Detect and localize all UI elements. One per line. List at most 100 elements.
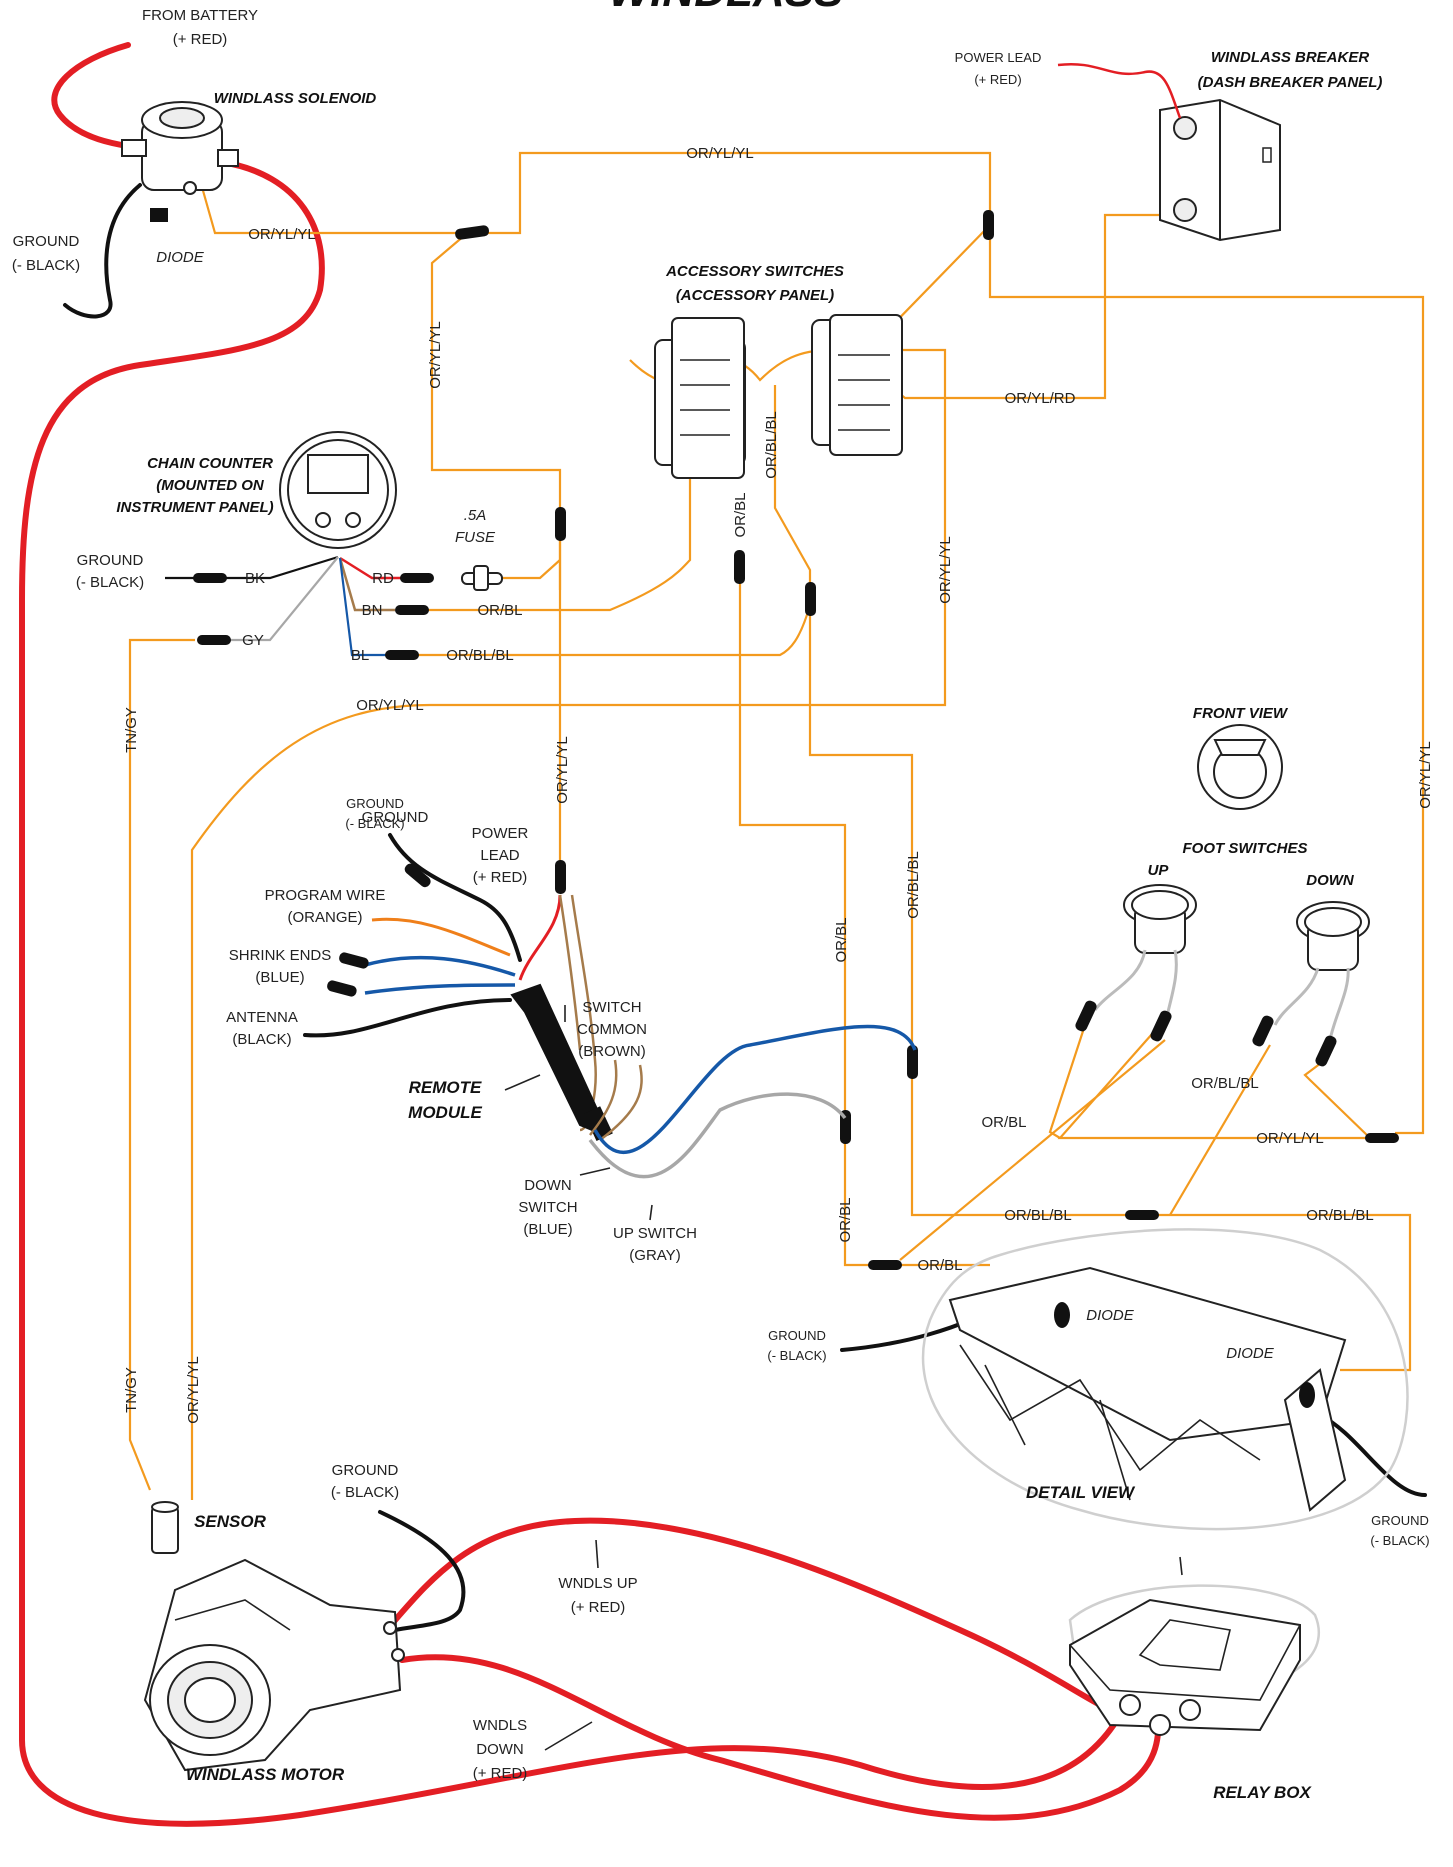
red-wndls-down-cable [399, 1654, 1163, 1821]
wire-label-or-yl-yl-right: OR/YL/YL [1417, 741, 1434, 809]
orange-wire-network [128, 151, 1425, 1500]
wire-label-or-bl-counter: OR/BL [477, 602, 522, 619]
wire-label-or-bl-bl-low: OR/BL/BL [1004, 1207, 1072, 1224]
up-switch-label: UP SWITCH [613, 1225, 697, 1242]
chain-counter-panel-label: INSTRUMENT PANEL) [116, 499, 273, 516]
wire-label-or-yl-yl-acc: OR/YL/YL [937, 536, 954, 604]
motor-ground-black-label: (- BLACK) [331, 1484, 399, 1501]
wire-label-or-bl-detail: OR/BL [917, 1257, 962, 1274]
detail-ground-right-label: GROUND [1371, 1513, 1429, 1528]
windlass-motor-label: WINDLASS MOTOR [186, 1765, 345, 1784]
module-power-red-label: (+ RED) [473, 869, 528, 886]
wire-label-or-bl-bl-counter: OR/BL/BL [446, 647, 514, 664]
detail-ground-right-black-label: (- BLACK) [1370, 1533, 1429, 1548]
counter-ground-label: GROUND [77, 552, 144, 569]
down-switch-switch-label: SWITCH [518, 1199, 577, 1216]
wire-label-rd: RD [372, 570, 394, 587]
from-battery-red-label: (+ RED) [173, 31, 228, 48]
red-wndls-up-cable [387, 1517, 1121, 1715]
foot-switch-up-label: UP [1148, 862, 1170, 879]
windlass-breaker-label: WINDLASS BREAKER [1211, 49, 1370, 66]
shrink-end-1 [339, 952, 369, 969]
front-view-label: FRONT VIEW [1193, 705, 1289, 722]
detail-ground-wire-right [1318, 1413, 1427, 1497]
windlass-motor [143, 1558, 405, 1772]
detail-ground-left-black-label: (- BLACK) [767, 1348, 826, 1363]
bn-wire [338, 557, 395, 612]
fuse-rating-label: .5A [464, 507, 487, 524]
motor-ground-wire [378, 1510, 466, 1632]
solenoid-ground-label: GROUND [13, 233, 80, 250]
detail-leader [1179, 1556, 1183, 1576]
counter-module-ground-label: GROUND [362, 809, 429, 826]
windlass-solenoid [121, 101, 239, 222]
wire-connectors [193, 210, 1399, 1270]
from-battery-label: FROM BATTERY [142, 7, 258, 24]
wire-label-tn-gy-low: TN/GY [123, 1367, 140, 1413]
power-lead-label: POWER LEAD [955, 50, 1042, 65]
solenoid-ground-wire [63, 183, 142, 319]
wire-label-bl: BL [351, 647, 369, 664]
detail-ground-left-label: GROUND [768, 1328, 826, 1343]
foot-switch-down-label: DOWN [1306, 872, 1355, 889]
down-switch-blue-label: (BLUE) [523, 1221, 572, 1238]
remote-module-label: REMOTE [409, 1078, 482, 1097]
wndls-up-leader [595, 1539, 599, 1569]
solenoid-diode-icon [150, 208, 168, 222]
accessory-switches-label: ACCESSORY SWITCHES [665, 263, 844, 280]
detail-view-label: DETAIL VIEW [1026, 1483, 1136, 1502]
up-switch-wire [588, 1092, 847, 1179]
down-switch-leader [579, 1167, 611, 1176]
module-lead-label: LEAD [480, 847, 519, 864]
remote-module-leader [504, 1074, 541, 1091]
wire-label-bn: BN [362, 602, 383, 619]
module-ground-label: GROUND [346, 796, 404, 811]
shrink-ends-blue-label: (BLUE) [255, 969, 304, 986]
module-power-label: POWER [472, 825, 529, 842]
down-switch-wire [593, 1024, 917, 1154]
sensor-label: SENSOR [194, 1512, 267, 1531]
wire-label-or-yl-rd: OR/YL/RD [1005, 390, 1076, 407]
sensor [151, 1501, 179, 1554]
switch-common-brown-label: (BROWN) [578, 1043, 646, 1060]
accessory-switch-left [654, 317, 746, 479]
foot-switch-up [1075, 884, 1197, 1042]
wndls-up-label: WNDLS UP [558, 1575, 637, 1592]
relay-box-label: RELAY BOX [1213, 1783, 1312, 1802]
wire-label-or-bl-acc: OR/BL [732, 492, 749, 537]
wire-label-gy: GY [242, 632, 264, 649]
wire-label-or-yl-yl-mid: OR/YL/YL [356, 697, 424, 714]
windlass-solenoid-label: WINDLASS SOLENOID [214, 90, 377, 107]
windlass-breaker [1159, 98, 1281, 242]
wire-label-or-bl-mid: OR/BL [833, 917, 850, 962]
antenna-label: ANTENNA [226, 1009, 298, 1026]
wire-label-bk: BK [245, 570, 265, 587]
fuse-icon [461, 565, 503, 591]
wire-label-or-bl-bl-right: OR/BL/BL [1306, 1207, 1374, 1224]
relay-box [1068, 1584, 1321, 1736]
remote-module [303, 833, 643, 1141]
antenna-connector [404, 863, 431, 888]
power-lead-red-label: (+ RED) [974, 72, 1021, 87]
accessory-switch-right [811, 314, 903, 456]
shrink-ends-label: SHRINK ENDS [229, 947, 332, 964]
down-switch-label: DOWN [524, 1177, 572, 1194]
wndls-down-red-label: (+ RED) [473, 1765, 528, 1782]
chain-counter-label: CHAIN COUNTER [147, 455, 273, 472]
program-wire-orange-label: (ORANGE) [288, 909, 363, 926]
wire-label-or-yl-yl-low: OR/YL/YL [185, 1356, 202, 1424]
bl-wire [338, 557, 395, 657]
diagram-title: WINDLASS [609, 0, 844, 16]
detail-view [921, 1228, 1409, 1531]
fuse-label: FUSE [455, 529, 496, 546]
solenoid-diode-label: DIODE [156, 249, 205, 266]
up-switch-leader [649, 1204, 653, 1221]
accessory-panel-label: (ACCESSORY PANEL) [676, 287, 834, 304]
program-wire-label: PROGRAM WIRE [265, 887, 386, 904]
wire-label-or-yl-yl-vert: OR/YL/YL [427, 321, 444, 389]
switch-common-label: SWITCH [582, 999, 641, 1016]
chain-counter [279, 431, 397, 549]
wire-label-or-bl-bl-acc: OR/BL/BL [763, 411, 780, 479]
detail-diode-right-label: DIODE [1226, 1345, 1275, 1362]
